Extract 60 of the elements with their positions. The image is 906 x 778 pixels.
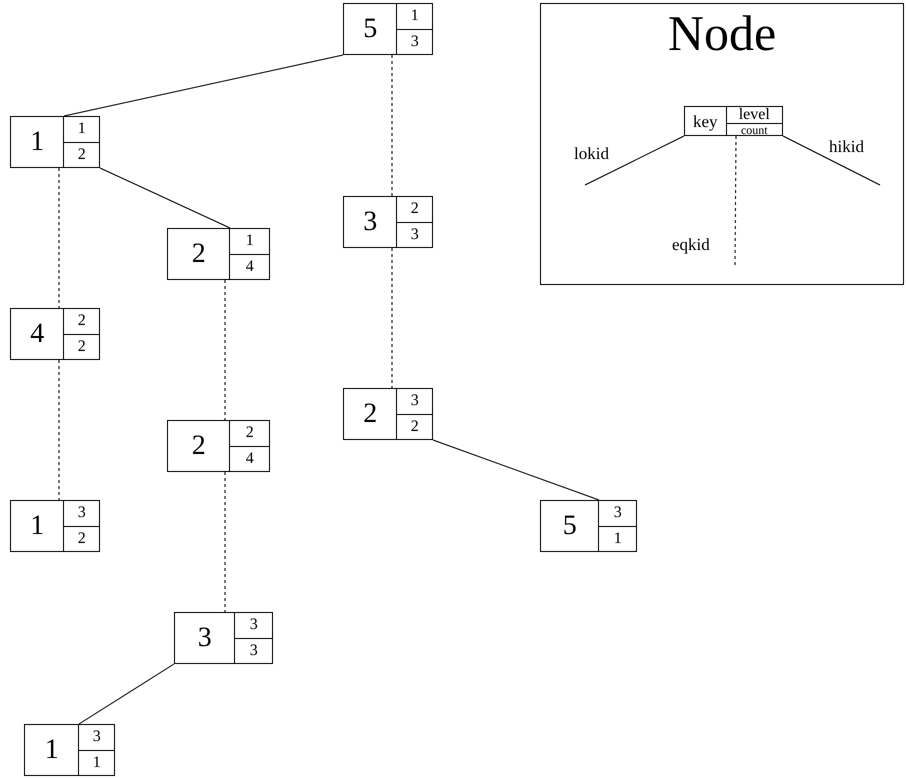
node-count: 1 [614,530,622,547]
dashed-link [58,360,60,500]
node-key: 1 [30,512,44,540]
link-line [432,440,600,500]
link-line [100,168,230,228]
node-level: level [738,107,770,123]
node-level: 1 [246,233,254,250]
node-count: 2 [78,530,86,547]
legend-title: Node [666,8,778,58]
tree-node [10,308,100,360]
node-count: 2 [78,338,86,355]
node-key: 1 [30,128,44,156]
tree-node [167,228,270,280]
node-key: 3 [198,624,212,652]
node-level: 3 [78,505,86,522]
tree-node [540,500,637,552]
node-level: 3 [250,617,258,634]
node-level: 2 [78,313,86,330]
node-key: 5 [363,15,378,43]
link-line [78,664,174,724]
node-key: 1 [44,736,59,764]
node-count: 4 [246,258,254,275]
dashed-link [224,280,226,420]
node-key: 3 [363,208,378,236]
tree-node [167,420,270,472]
node-key: 5 [562,512,577,540]
node-key: 2 [192,240,206,268]
node-level: 3 [614,505,622,522]
node-level: 1 [78,121,86,138]
node-level: 2 [410,201,419,218]
node-count: 3 [410,34,419,50]
link-line [64,54,344,116]
node-level: 3 [410,393,419,410]
edge-label: eqkid [671,236,711,253]
node-count: 3 [250,642,258,659]
tree-node [174,612,273,664]
node-count: 3 [410,226,419,243]
node-count: 2 [78,146,86,163]
node-key: 2 [363,400,378,428]
tree-node [343,196,433,248]
node-count: 4 [246,450,254,467]
node-key: key [693,112,718,130]
tree-node [343,3,433,55]
edge-label: lokid [573,145,610,162]
node-level: 2 [246,425,254,442]
node-count: count [740,124,768,136]
node-key: 4 [30,320,44,348]
dashed-link [58,168,60,308]
tree-node [10,500,100,552]
tree-node [684,106,783,136]
tree-node [343,388,433,440]
node-count: 2 [410,418,419,435]
node-key: 2 [192,432,206,460]
node-level: 1 [410,8,419,24]
tree-node [10,116,100,168]
node-count: 1 [92,754,101,771]
dashed-link [224,472,226,612]
edge-label: hikid [828,138,865,155]
tree-node [24,724,115,776]
node-level: 3 [92,729,101,746]
